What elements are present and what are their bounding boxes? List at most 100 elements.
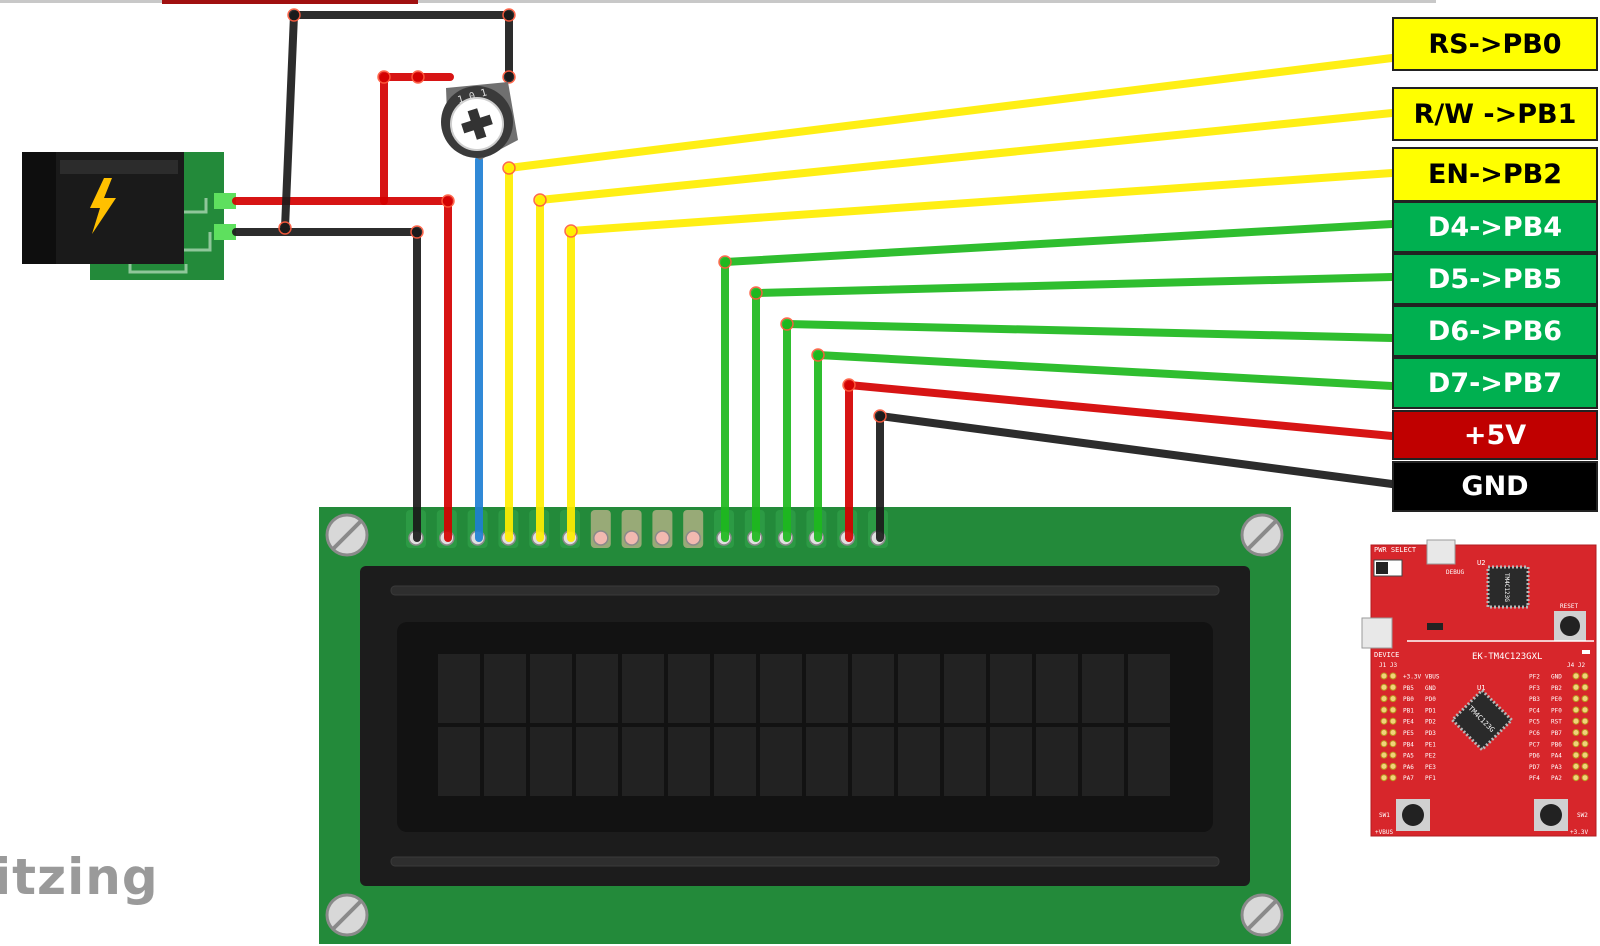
tiva-pin-label: PE2	[1425, 753, 1436, 760]
tiva-header-pin	[1581, 695, 1589, 703]
tiva-header-pin	[1572, 740, 1580, 748]
device-label: DEVICE	[1374, 651, 1399, 659]
dc-barrel-jack	[22, 152, 236, 280]
reset-label: RESET	[1560, 603, 1578, 610]
tiva-header-pin	[1572, 717, 1580, 725]
tiva-header-pin	[1581, 762, 1589, 770]
wire-pot-gnd-loop-joint	[278, 221, 292, 235]
tiva-pin-label: PC6	[1529, 730, 1540, 737]
tiva-header-pin	[1581, 706, 1589, 714]
wire-rw-joint	[533, 193, 547, 207]
wire-pot-vcc	[380, 73, 454, 205]
lcd-char-cell	[530, 727, 572, 796]
lcd-char-cell	[1036, 727, 1078, 796]
tiva-header-pin	[1572, 683, 1580, 691]
tiva-pin-label: PC5	[1529, 719, 1540, 726]
debug-label: DEBUG	[1446, 569, 1464, 576]
tiva-pin-label: PB1	[1403, 707, 1414, 714]
label-d6-pb6: D6->PB6	[1392, 305, 1598, 357]
tiva-header-pin	[1572, 672, 1580, 680]
tiva-pin-label: PA6	[1403, 764, 1414, 771]
wire-gnd-joint	[873, 409, 887, 423]
label-rs-pb0: RS->PB0	[1392, 17, 1598, 71]
jack-terminal-top	[214, 193, 236, 209]
lcd-char-cell	[1036, 654, 1078, 723]
wire-jack-gnd-joint	[410, 225, 424, 239]
vbus-bottom-label: +VBUS	[1375, 829, 1393, 836]
lcd-mount-hole-tl	[325, 513, 369, 557]
tiva-pin-label: PF3	[1529, 685, 1540, 692]
tiva-header-pin	[1581, 774, 1589, 782]
lcd-char-cell	[438, 727, 480, 796]
lcd-char-cell	[622, 727, 664, 796]
sw1-label: SW1	[1379, 812, 1390, 819]
tiva-header-pin	[1581, 683, 1589, 691]
wire-d4-joint	[718, 255, 732, 269]
tiva-header-pin	[1389, 683, 1397, 691]
wire-rs-joint	[502, 161, 516, 175]
usb-device-connector	[1361, 617, 1393, 649]
tiva-header-pin	[1380, 751, 1388, 759]
tiva-header-pin	[1389, 672, 1397, 680]
tiva-header-pin	[1389, 774, 1397, 782]
wire-pot-gnd-loop-joint	[287, 8, 301, 22]
lcd-char-cell	[576, 654, 618, 723]
wire-d5-joint	[749, 286, 763, 300]
lcd-bottom-groove	[390, 856, 1220, 867]
tiva-pin-label: PF1	[1425, 775, 1436, 782]
tiva-pin-label: PB4	[1403, 741, 1414, 748]
tiva-header-pin	[1380, 762, 1388, 770]
tiva-pin-label: PF0	[1551, 707, 1562, 714]
wire-pot-gnd-loop-joint	[502, 8, 516, 22]
potentiometer: 1 0 1	[441, 82, 518, 160]
lcd-mount-hole-tr	[1240, 513, 1284, 557]
label-d5-pb5: D5->PB5	[1392, 253, 1598, 305]
tiva-header-pin	[1380, 774, 1388, 782]
wire-en-joint	[564, 224, 578, 238]
tiva-pin-label: PC4	[1529, 707, 1540, 714]
tiva-header-pin	[1380, 683, 1388, 691]
label-d7-pb7: D7->PB7	[1392, 357, 1598, 409]
tiva-launchpad: PWR SELECT DEBUG U2 TM4C123G RESET DEVIC…	[1361, 539, 1597, 837]
tiva-header-pin	[1389, 762, 1397, 770]
top-edge-strip	[0, 0, 1436, 3]
tiva-header-pin	[1380, 717, 1388, 725]
tiva-pin-label: PA5	[1403, 753, 1414, 760]
tiva-header-pin	[1380, 729, 1388, 736]
lcd-char-cell	[944, 727, 986, 796]
tiva-pin-label: PD7	[1529, 764, 1540, 771]
tiva-header-pin	[1572, 774, 1580, 782]
lcd-char-cell	[438, 654, 480, 723]
tiva-header-pin	[1389, 729, 1397, 736]
lcd-top-groove	[390, 585, 1220, 596]
lcd-pin	[654, 530, 671, 546]
top-edge-accent	[162, 0, 418, 4]
jack-terminal-bottom	[214, 224, 236, 240]
tiva-pin-label: PD1	[1425, 707, 1436, 714]
fritzing-watermark: itzing	[0, 848, 159, 906]
tiva-pin-label: PE0	[1551, 696, 1562, 703]
tiva-pin-label: GND	[1425, 685, 1436, 692]
pwr-select-knob	[1376, 562, 1388, 574]
tiva-pin-label: PC7	[1529, 741, 1540, 748]
sw1-button	[1396, 799, 1430, 831]
tiva-header-pin	[1581, 729, 1589, 736]
lcd-char-cell	[714, 654, 756, 723]
tiva-pin-label: PE3	[1425, 764, 1436, 771]
lcd-char-cell	[714, 727, 756, 796]
lcd-char-cell	[806, 654, 848, 723]
tiva-header-pin	[1572, 706, 1580, 714]
label-5v: +5V	[1392, 410, 1598, 460]
header-left-label: J1 J3	[1379, 662, 1397, 669]
tiva-header-pin	[1389, 706, 1397, 714]
tiva-pin-label: PA3	[1551, 764, 1562, 771]
board-name: EK-TM4C123GXL	[1472, 652, 1542, 662]
tiva-pin-label: PB2	[1551, 685, 1562, 692]
lcd-char-cell	[1128, 727, 1170, 796]
tiva-pin-label: PA2	[1551, 775, 1562, 782]
lightning-icon	[90, 178, 116, 234]
tiva-header-pin	[1581, 740, 1589, 748]
tiva-pin-label: +3.3V	[1403, 674, 1421, 681]
tiva-header-pin	[1572, 729, 1580, 736]
